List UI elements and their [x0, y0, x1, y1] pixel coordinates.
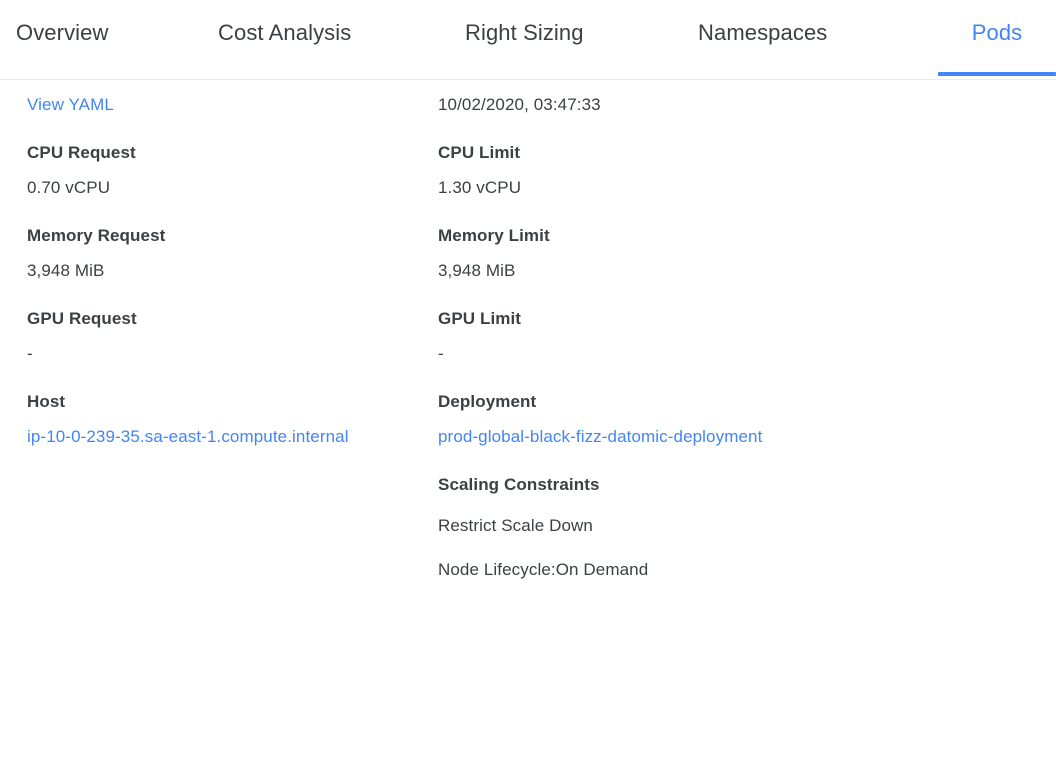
field-memory-request: Memory Request 3,948 MiB: [27, 224, 438, 283]
field-gpu-request-label: GPU Request: [27, 309, 137, 328]
tab-overview-label: Overview: [16, 20, 109, 45]
field-gpu-limit-label: GPU Limit: [438, 309, 522, 328]
field-host: Host ip-10-0-239-35.sa-east-1.compute.in…: [27, 390, 438, 449]
tab-cost-analysis[interactable]: Cost Analysis: [218, 0, 465, 79]
tab-bar: Overview Cost Analysis Right Sizing Name…: [0, 0, 1056, 80]
tab-pods[interactable]: Pods: [938, 0, 1056, 79]
tab-list: Overview Cost Analysis Right Sizing Name…: [0, 0, 1056, 79]
tab-pods-label: Pods: [971, 20, 1023, 45]
view-yaml-link[interactable]: View YAML: [27, 95, 114, 114]
field-deployment-label: Deployment: [438, 392, 537, 411]
view-yaml-row: View YAML: [27, 92, 438, 117]
tab-overview[interactable]: Overview: [16, 0, 218, 79]
constraint-item-node-lifecycle: Node Lifecycle:On Demand: [438, 560, 649, 579]
field-cpu-limit-value: 1.30 vCPU: [438, 178, 522, 197]
timestamp-row: 10/02/2020, 03:47:33: [438, 92, 876, 117]
tab-namespaces[interactable]: Namespaces: [698, 0, 938, 79]
field-host-value-link[interactable]: ip-10-0-239-35.sa-east-1.compute.interna…: [27, 427, 349, 446]
constraint-item-restrict-scale-down: Restrict Scale Down: [438, 516, 593, 535]
tab-namespaces-label: Namespaces: [698, 20, 828, 45]
tab-pods-underline: [938, 72, 1056, 76]
field-deployment: Deployment prod-global-black-fizz-datomi…: [438, 390, 876, 449]
field-cpu-request-value: 0.70 vCPU: [27, 178, 111, 197]
detail-left-column: View YAML CPU Request 0.70 vCPU Memory R…: [0, 80, 438, 582]
tab-right-sizing-label: Right Sizing: [465, 20, 584, 45]
field-memory-limit-value: 3,948 MiB: [438, 261, 516, 280]
field-cpu-request: CPU Request 0.70 vCPU: [27, 141, 438, 200]
field-gpu-limit-value: -: [438, 344, 444, 363]
tab-right-sizing[interactable]: Right Sizing: [465, 0, 698, 79]
field-gpu-request-value: -: [27, 344, 33, 363]
field-cpu-limit: CPU Limit 1.30 vCPU: [438, 141, 876, 200]
field-memory-limit-label: Memory Limit: [438, 226, 550, 245]
field-gpu-limit: GPU Limit -: [438, 307, 876, 366]
pod-timestamp: 10/02/2020, 03:47:33: [438, 95, 601, 114]
field-gpu-request: GPU Request -: [27, 307, 438, 366]
field-cpu-request-label: CPU Request: [27, 143, 136, 162]
pod-detail-panel: View YAML CPU Request 0.70 vCPU Memory R…: [0, 80, 1056, 582]
field-cpu-limit-label: CPU Limit: [438, 143, 521, 162]
field-memory-request-label: Memory Request: [27, 226, 166, 245]
field-memory-limit: Memory Limit 3,948 MiB: [438, 224, 876, 283]
field-memory-request-value: 3,948 MiB: [27, 261, 105, 280]
scaling-constraints-title: Scaling Constraints: [438, 475, 600, 494]
tab-cost-analysis-label: Cost Analysis: [218, 20, 352, 45]
field-host-label: Host: [27, 392, 66, 411]
detail-right-column: 10/02/2020, 03:47:33 CPU Limit 1.30 vCPU…: [438, 80, 876, 582]
scaling-constraints-section: Scaling Constraints Restrict Scale Down …: [438, 473, 876, 582]
field-deployment-value-link[interactable]: prod-global-black-fizz-datomic-deploymen…: [438, 427, 763, 446]
